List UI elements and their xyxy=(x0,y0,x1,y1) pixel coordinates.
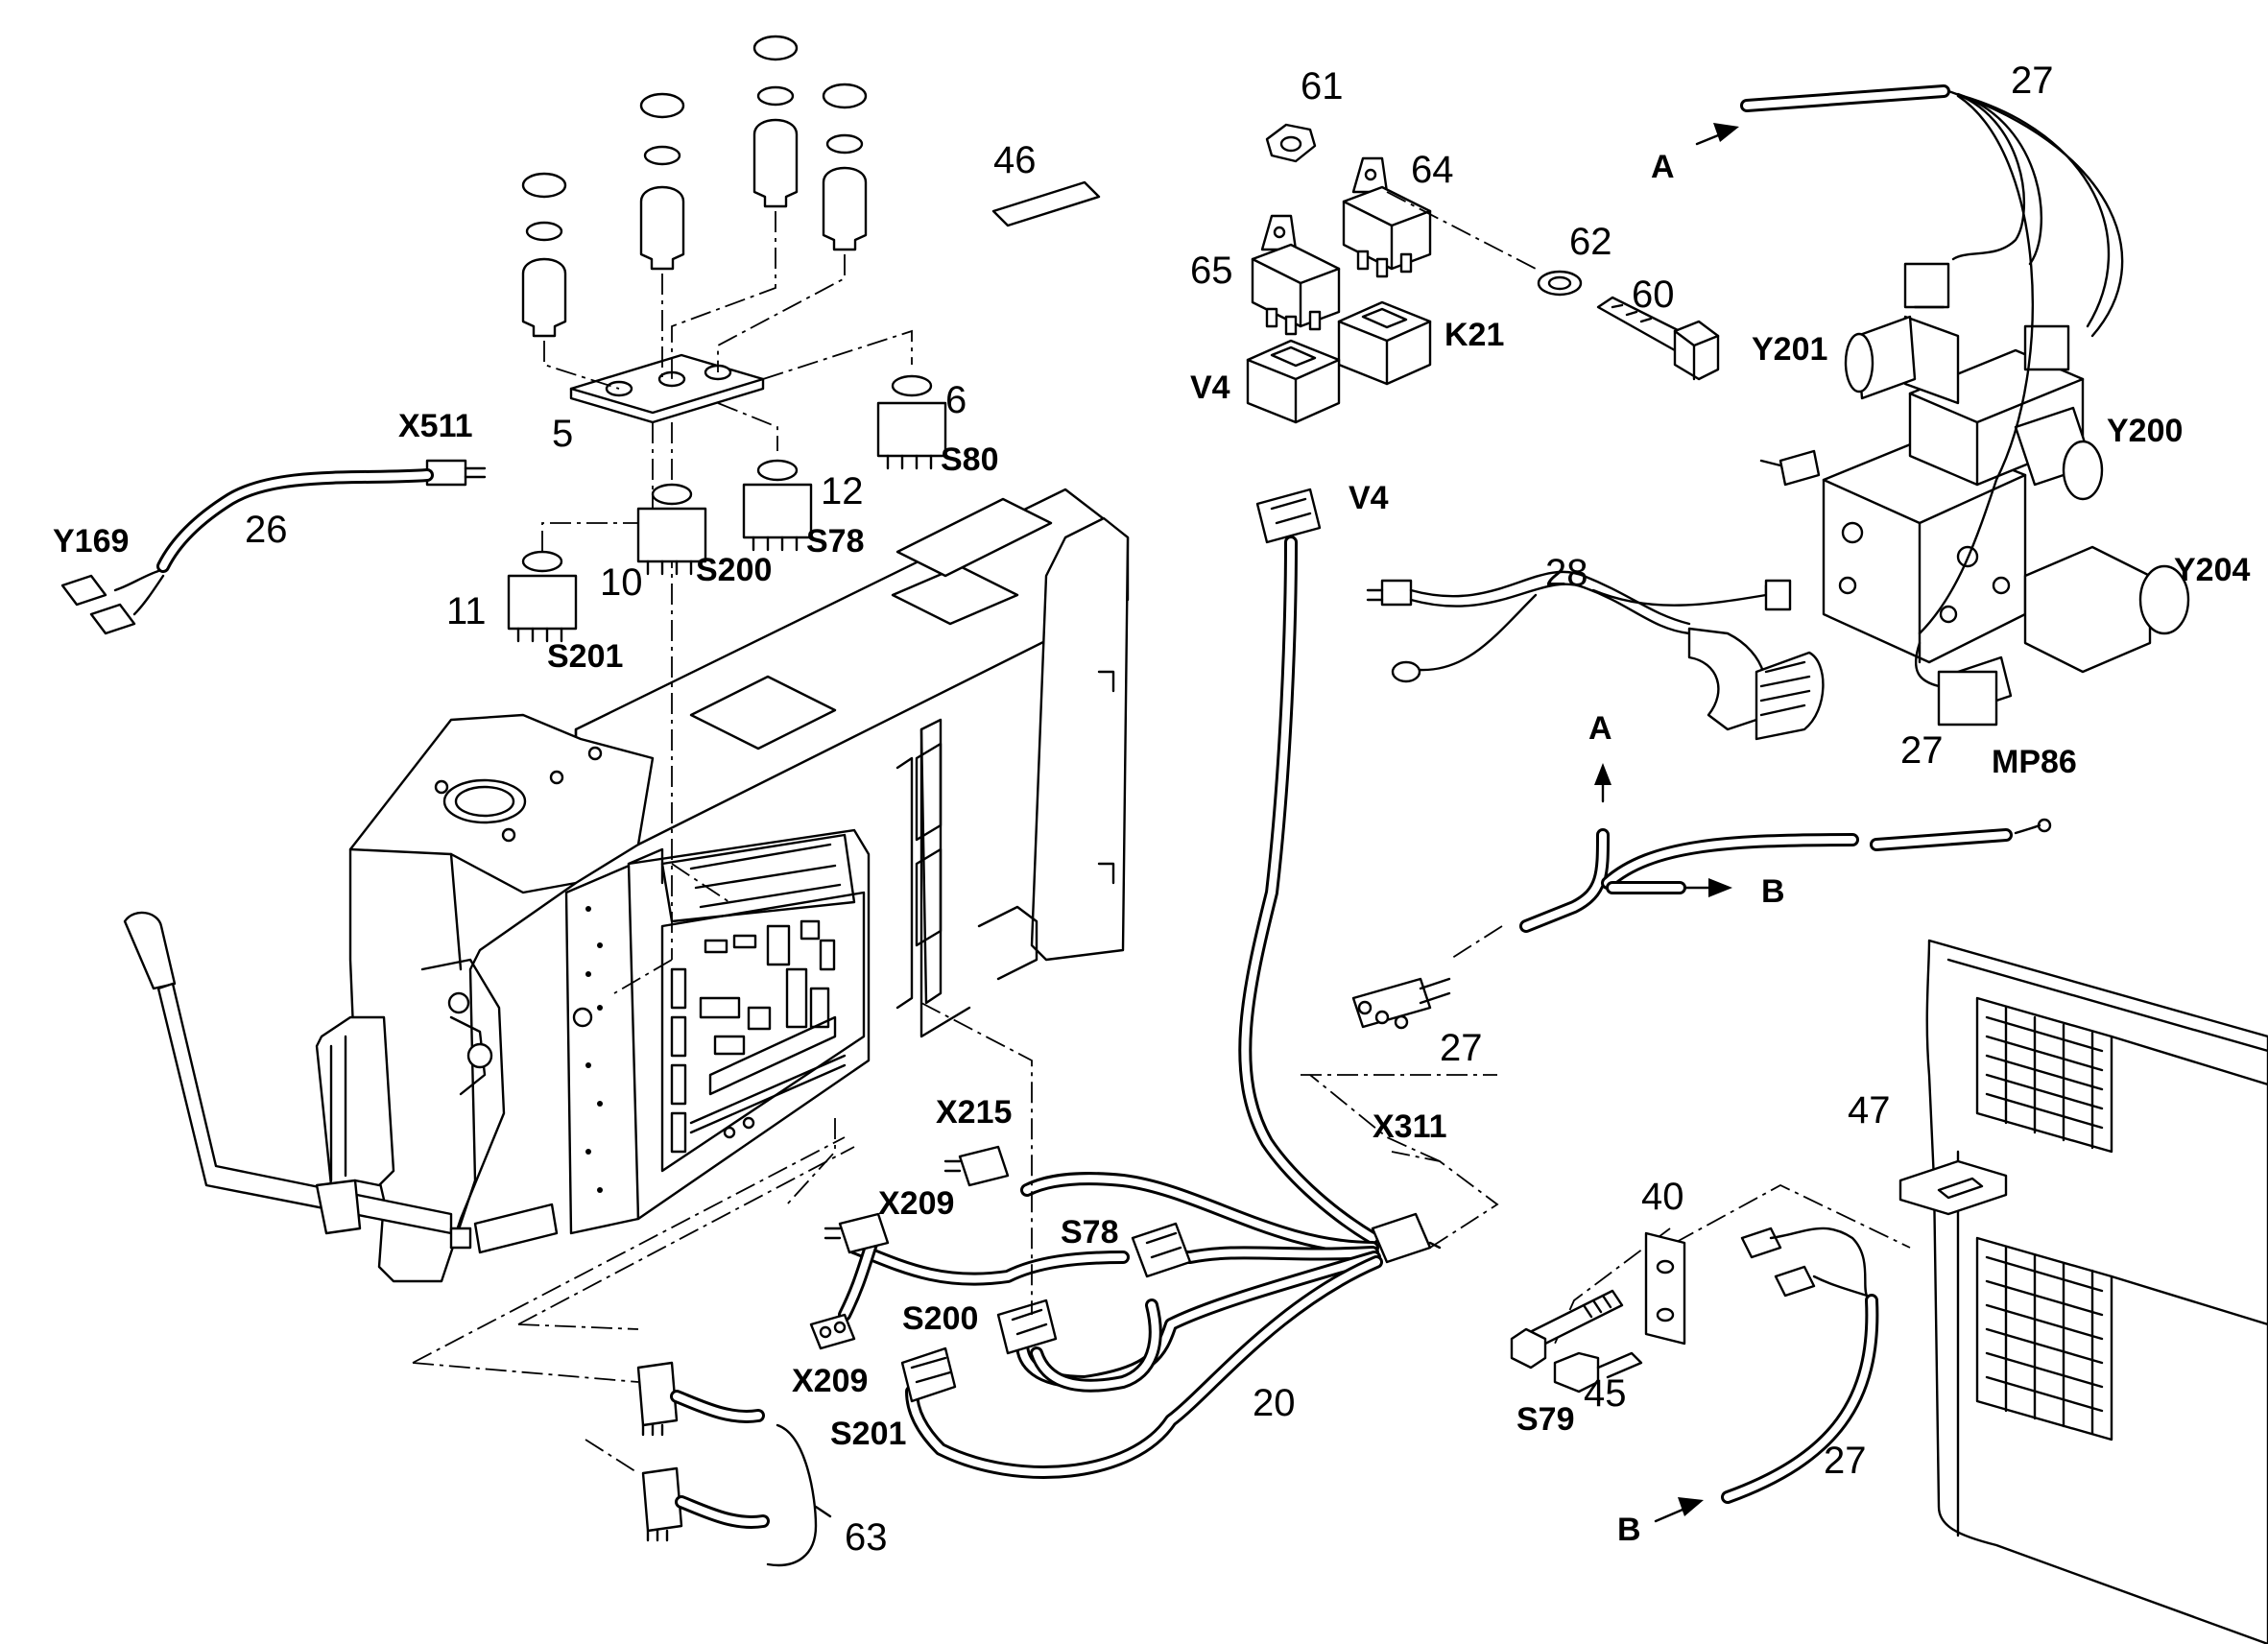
switch-s80 xyxy=(876,374,947,470)
label-45: 45 xyxy=(1584,1372,1627,1415)
circuit-board xyxy=(660,891,866,1173)
label-s80: S80 xyxy=(941,441,999,478)
label-27-connector: 27 xyxy=(1440,1027,1483,1069)
control-lever xyxy=(123,911,453,1235)
label-y169: Y169 xyxy=(53,523,129,560)
control-console-housing xyxy=(123,488,1130,1283)
harness-28 xyxy=(1366,570,1825,741)
label-61: 61 xyxy=(1301,65,1344,107)
label-27-bottom: 27 xyxy=(1824,1440,1867,1482)
label-a-arrow: A xyxy=(1588,710,1612,747)
label-x511: X511 xyxy=(398,408,473,444)
label-s78: S78 xyxy=(806,523,865,560)
label-20: 20 xyxy=(1253,1382,1296,1424)
connector-y204-plug xyxy=(1937,670,1998,727)
part-labels: 27 A 61 64 46 62 60 65 K21 V4 Y201 Y200 … xyxy=(53,60,2250,1559)
label-x215: X215 xyxy=(936,1094,1012,1131)
label-47: 47 xyxy=(1848,1089,1891,1132)
label-11: 11 xyxy=(446,590,487,632)
label-64: 64 xyxy=(1411,149,1454,191)
label-y204: Y204 xyxy=(2174,552,2250,588)
label-s78-connector: S78 xyxy=(1061,1214,1119,1251)
relay-group xyxy=(1246,123,1720,424)
label-v4-connector: V4 xyxy=(1349,480,1389,516)
label-x311: X311 xyxy=(1373,1108,1447,1145)
label-26: 26 xyxy=(245,509,288,551)
label-sticker-46 xyxy=(991,180,1101,227)
label-60: 60 xyxy=(1632,274,1675,316)
label-v4: V4 xyxy=(1190,369,1230,406)
main-harness-20 xyxy=(786,488,1499,1479)
label-65: 65 xyxy=(1190,250,1233,292)
switch-s200 xyxy=(636,483,707,576)
label-s200: S200 xyxy=(696,552,772,588)
arrows xyxy=(1594,123,1739,1523)
cab-grille-panel xyxy=(1898,939,2268,1644)
label-6: 6 xyxy=(945,379,967,421)
label-27: 27 xyxy=(2011,60,2054,102)
label-27-valve: 27 xyxy=(1900,729,1944,772)
label-mp86: MP86 xyxy=(1992,744,2077,780)
harness-27-middle xyxy=(1351,818,2052,1030)
label-s79: S79 xyxy=(1516,1401,1575,1438)
switch-s201 xyxy=(507,550,578,643)
label-63: 63 xyxy=(845,1516,888,1559)
label-s201-connector: S201 xyxy=(830,1416,906,1452)
label-b-bottom: B xyxy=(1617,1512,1641,1548)
harness-27-bottom xyxy=(1510,1183,1911,1504)
label-s201: S201 xyxy=(547,638,623,675)
label-5: 5 xyxy=(552,413,573,455)
label-28: 28 xyxy=(1545,552,1588,594)
harness-26 xyxy=(60,459,487,635)
label-a: A xyxy=(1651,149,1675,185)
harness-63 xyxy=(412,1136,855,1567)
label-y201: Y201 xyxy=(1752,331,1827,368)
label-k21: K21 xyxy=(1444,317,1504,353)
switch-s78 xyxy=(742,459,813,552)
harness-27-top xyxy=(1740,84,2124,727)
label-46: 46 xyxy=(993,139,1037,181)
label-40: 40 xyxy=(1641,1176,1684,1218)
label-10: 10 xyxy=(600,561,643,604)
switch-buttons-group xyxy=(507,35,1101,994)
label-62: 62 xyxy=(1569,221,1612,263)
label-b: B xyxy=(1761,873,1785,910)
label-s200-connector: S200 xyxy=(902,1300,978,1337)
label-12: 12 xyxy=(821,470,864,512)
label-x209: X209 xyxy=(878,1185,954,1222)
hydraulic-valve-block xyxy=(1759,262,2190,712)
label-y200: Y200 xyxy=(2107,413,2183,449)
label-x209-connector: X209 xyxy=(792,1363,868,1399)
